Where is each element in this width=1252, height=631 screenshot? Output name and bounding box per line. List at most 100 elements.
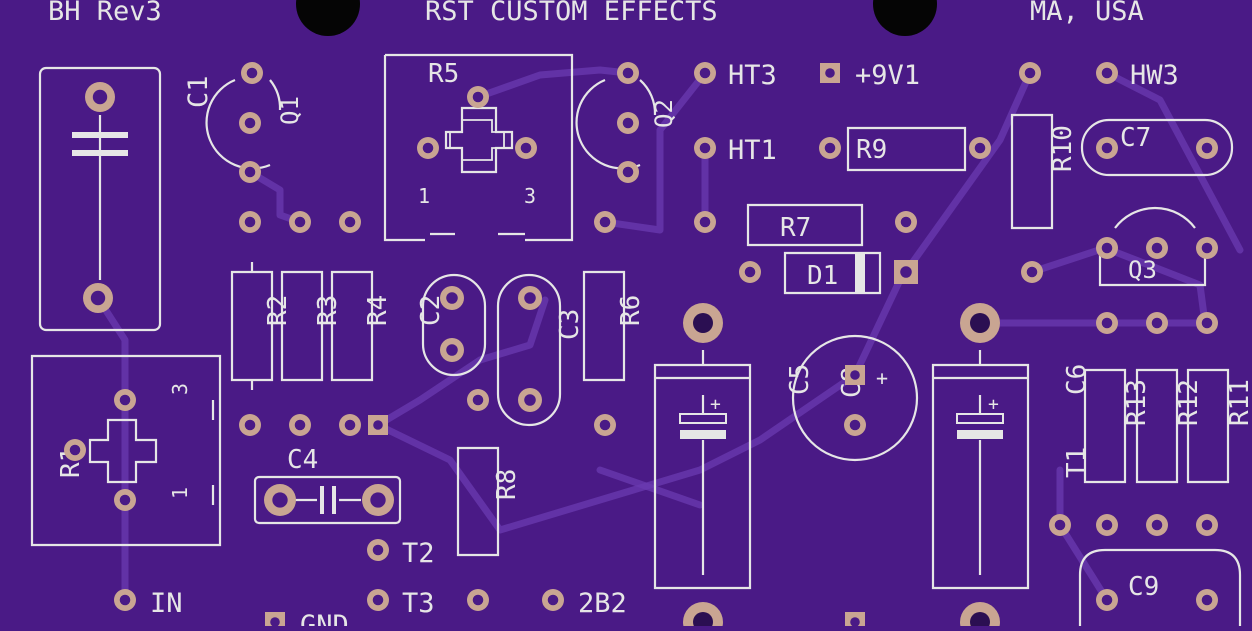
solder-pad-large (264, 484, 296, 516)
r5-pin1-label: 1 (418, 184, 430, 208)
label-c7: C7 (1120, 123, 1151, 153)
solder-pad (969, 137, 991, 159)
r1-pin1-label: 1 (168, 487, 192, 499)
label-c1: C1 (183, 75, 214, 108)
label-q3: Q3 (1128, 256, 1157, 284)
solder-pad (844, 414, 866, 436)
solder-pad (83, 283, 113, 313)
solder-pad (1019, 62, 1041, 84)
solder-pad (1096, 62, 1118, 84)
component-c2: C2 (416, 273, 487, 377)
header-labels: BH Rev3 RST CUSTOM EFFECTS MA, USA (48, 0, 1144, 27)
solder-pad (1096, 589, 1118, 611)
component-c3: C3 (496, 273, 585, 427)
solder-pad (594, 211, 616, 233)
solder-pad (467, 86, 489, 108)
label-c3: C3 (555, 309, 585, 340)
component-r13: R13 (1083, 368, 1152, 484)
label-d1: D1 (807, 261, 838, 291)
c6-plus-label: + (988, 394, 999, 415)
label-r11: R11 (1225, 379, 1252, 426)
component-c8: C8 + (791, 334, 919, 462)
solder-pad (85, 82, 115, 112)
solder-pad (1096, 137, 1118, 159)
component-r10: R10 (1010, 113, 1078, 230)
label-r10: R10 (1048, 125, 1078, 172)
component-r8: R8 (456, 446, 522, 557)
solder-pad (1146, 514, 1168, 536)
solder-pad-square (368, 415, 388, 435)
component-r6: R6 (582, 270, 646, 382)
label-r5: R5 (428, 59, 459, 89)
solder-pad (367, 589, 389, 611)
solder-pad (1196, 237, 1218, 259)
solder-pad (241, 62, 263, 84)
component-c7: C7 (1080, 118, 1234, 177)
solder-pad-large (683, 303, 723, 343)
solder-pad (467, 389, 489, 411)
solder-pad (239, 414, 261, 436)
terminal-hw3-label: HW3 (1130, 60, 1179, 91)
solder-pad (819, 137, 841, 159)
label-q2: Q2 (650, 99, 678, 128)
solder-pad (1196, 312, 1218, 334)
label-r2: R2 (263, 295, 293, 326)
solder-pad (1146, 237, 1168, 259)
component-r9: R9 (846, 126, 967, 172)
solder-pad (515, 137, 537, 159)
solder-pad (694, 137, 716, 159)
label-r8: R8 (492, 469, 522, 500)
solder-pad (617, 112, 639, 134)
component-c4: C4 (253, 445, 402, 525)
solder-pad (594, 414, 616, 436)
label-r7: R7 (780, 213, 811, 243)
solder-pad (440, 286, 464, 310)
solder-pad (542, 589, 564, 611)
solder-pad (1096, 514, 1118, 536)
solder-pad (417, 137, 439, 159)
component-c1: C1 (38, 66, 214, 332)
solder-pad (289, 414, 311, 436)
label-c9: C9 (1128, 572, 1159, 602)
solder-pad (289, 211, 311, 233)
solder-pad-square (265, 612, 285, 631)
solder-pad-square (845, 612, 865, 631)
solder-pad (339, 211, 361, 233)
solder-pad-square (820, 63, 840, 83)
solder-pad (339, 414, 361, 436)
terminal-t2-label: T2 (402, 538, 435, 569)
r5-pin3-label: 3 (524, 184, 536, 208)
solder-pad (1096, 237, 1118, 259)
solder-pad (694, 62, 716, 84)
terminal-gnd-label: GND (300, 610, 349, 626)
solder-pad (1021, 261, 1043, 283)
component-d1: D1 (783, 251, 882, 295)
solder-pad (367, 539, 389, 561)
solder-pad (617, 62, 639, 84)
label-c6: C6 (1062, 364, 1092, 395)
solder-pad (1096, 312, 1118, 334)
mounting-hole-right (873, 0, 937, 36)
component-c5: + C5 (653, 350, 815, 590)
solder-pad-large (683, 602, 723, 631)
solder-pad-large (960, 602, 1000, 631)
mounting-hole-left (296, 0, 360, 36)
solder-pad (1049, 514, 1071, 536)
component-c9: C9 (1078, 548, 1242, 626)
component-r4: R4 (330, 270, 393, 382)
solder-pad (239, 112, 261, 134)
solder-pad (694, 211, 716, 233)
board-revision-label: BH Rev3 (48, 0, 162, 27)
r1-pin3-label: 3 (168, 383, 192, 395)
solder-pad (518, 388, 542, 412)
terminal-ht3-label: HT3 (728, 60, 777, 91)
solder-pad (114, 589, 136, 611)
terminal-2b2-label: 2B2 (578, 588, 627, 619)
solder-pad (467, 589, 489, 611)
c5-plus-label: + (710, 394, 721, 415)
solder-pad (1196, 137, 1218, 159)
component-r2: R2 (230, 262, 293, 390)
terminal-in-label: IN (150, 588, 183, 619)
